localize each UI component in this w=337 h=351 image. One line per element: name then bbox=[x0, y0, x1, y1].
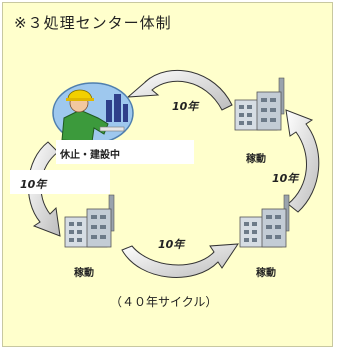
plant-icon-bottom-left bbox=[64, 194, 115, 248]
arrow-bottom bbox=[121, 243, 239, 278]
node-label-bottom-right: 稼動 bbox=[256, 268, 276, 279]
year-label-left: 10年 bbox=[20, 178, 47, 191]
plant-icon-bottom-right bbox=[239, 194, 290, 248]
year-label-right: 10年 bbox=[272, 172, 299, 185]
node-label-top-right: 稼動 bbox=[246, 154, 266, 165]
cycle-caption: （４０年サイクル） bbox=[110, 295, 218, 309]
status-bar-top-left bbox=[56, 140, 194, 164]
diagram-title: ※３処理センター体制 bbox=[14, 14, 172, 32]
worker-icon bbox=[52, 82, 134, 144]
year-bar-left bbox=[10, 170, 110, 194]
year-label-bottom: 10年 bbox=[158, 238, 185, 251]
arrow-right bbox=[285, 109, 320, 213]
node-label-bottom-left: 稼動 bbox=[74, 268, 94, 279]
arrow-top bbox=[126, 69, 233, 111]
year-label-top: 10年 bbox=[172, 100, 199, 113]
arrow-left bbox=[27, 141, 61, 237]
node-label-top-left: 休止・建設中 bbox=[60, 150, 120, 161]
plant-icon-top-right bbox=[234, 77, 285, 131]
